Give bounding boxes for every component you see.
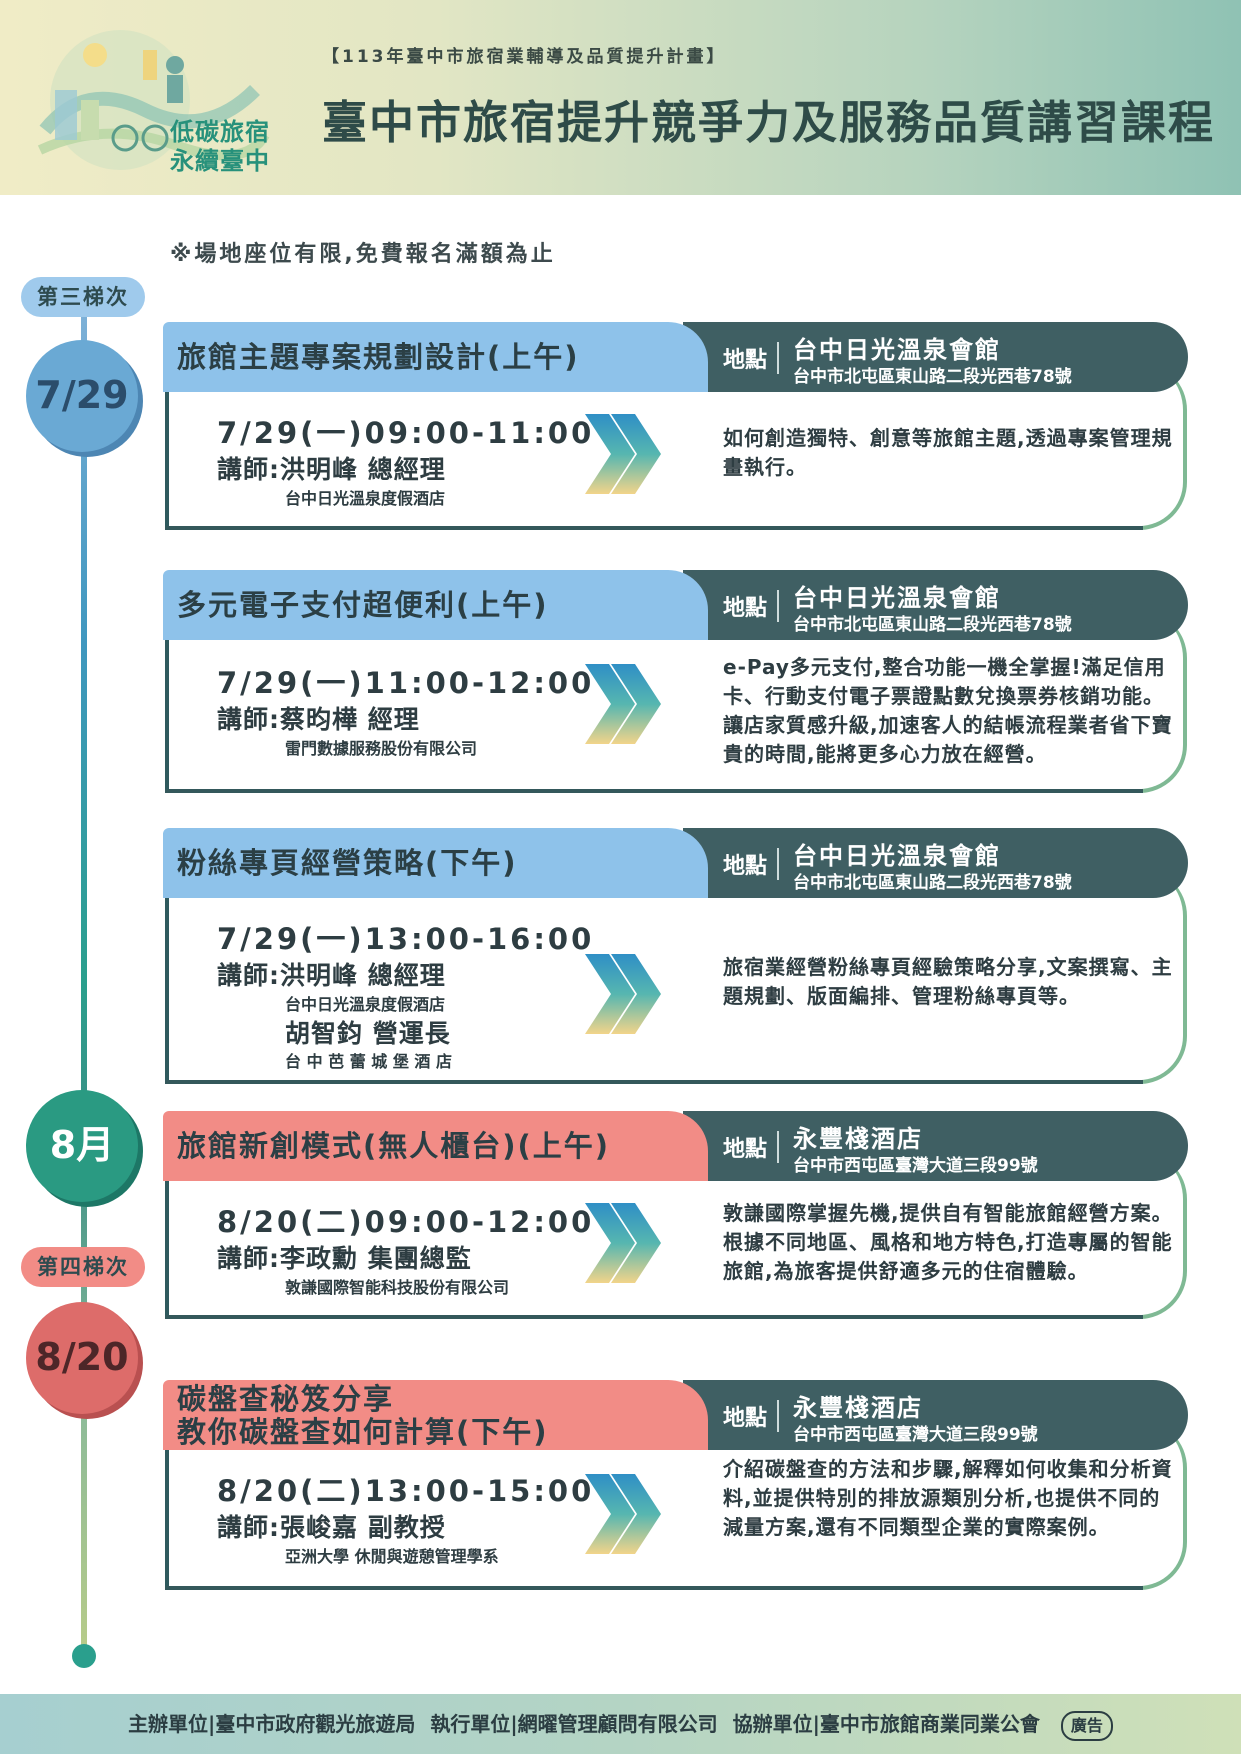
session-title: 粉絲專頁經營策略(下午) <box>163 828 708 898</box>
month-circle-august: 8月 <box>26 1090 138 1202</box>
low-carbon-logo-illustration <box>37 30 270 170</box>
session-location: 地點 永豐棧酒店 台中市西屯區臺灣大道三段99號 <box>683 1111 1188 1181</box>
timeline-line <box>81 305 87 1657</box>
session-title-line-2: 教你碳盤查如何計算(下午) <box>177 1415 549 1449</box>
speaker-name: 講師:洪明峰 總經理 <box>217 455 446 484</box>
executor-text: 執行單位|網曜管理顧問有限公司 <box>430 1712 718 1736</box>
double-chevron-right-icon <box>585 414 661 494</box>
session-card: 碳盤查秘笈分享 教你碳盤查如何計算(下午) 地點 永豐棧酒店 台中市西屯區臺灣大… <box>163 1380 1193 1592</box>
location-name: 台中日光溫泉會館 <box>793 584 1001 612</box>
page-title: 臺中市旅宿提升競爭力及服務品質講習課程 <box>322 96 1216 149</box>
session-description: 介紹碳盤查的方法和步驟,解釋如何收集和分析資料,並提供特別的排放源類別分析,也提… <box>723 1457 1173 1539</box>
location-label: 地點 <box>723 590 780 622</box>
double-chevron-right-icon <box>585 1203 661 1283</box>
location-label: 地點 <box>723 1400 780 1432</box>
location-name: 台中日光溫泉會館 <box>793 842 1001 870</box>
ad-badge: 廣告 <box>1060 1711 1113 1741</box>
session-location: 地點 台中日光溫泉會館 台中市北屯區東山路二段光西巷78號 <box>683 322 1188 392</box>
session-time: 7/29(一)09:00-11:00 <box>217 416 595 450</box>
location-address: 台中市北屯區東山路二段光西巷78號 <box>793 873 1072 893</box>
session-body <box>165 610 1187 793</box>
session-card: 旅館新創模式(無人櫃台)(上午) 地點 永豐棧酒店 台中市西屯區臺灣大道三段99… <box>163 1111 1193 1321</box>
batch-3-pill: 第三梯次 <box>21 277 145 317</box>
double-chevron-right-icon <box>585 1474 661 1554</box>
speaker-organization: 雷門數據服務股份有限公司 <box>285 739 478 758</box>
session-location: 地點 永豐棧酒店 台中市西屯區臺灣大道三段99號 <box>683 1380 1188 1450</box>
speaker-name: 講師:張峻嘉 副教授 <box>217 1513 446 1542</box>
session-location: 地點 台中日光溫泉會館 台中市北屯區東山路二段光西巷78號 <box>683 828 1188 898</box>
session-title: 碳盤查秘笈分享 教你碳盤查如何計算(下午) <box>163 1380 708 1450</box>
location-name: 永豐棧酒店 <box>793 1394 923 1422</box>
location-label: 地點 <box>723 342 780 374</box>
session-location: 地點 台中日光溫泉會館 台中市北屯區東山路二段光西巷78號 <box>683 570 1188 640</box>
speaker-organization: 亞洲大學 休閒與遊憩管理學系 <box>285 1547 499 1566</box>
speaker-organization: 台中日光溫泉度假酒店 <box>285 995 446 1014</box>
speaker-organization: 敦謙國際智能科技股份有限公司 <box>285 1278 510 1297</box>
location-name: 永豐棧酒店 <box>793 1125 923 1153</box>
speaker-organization: 台中日光溫泉度假酒店 <box>285 489 446 508</box>
double-chevron-right-icon <box>585 664 661 744</box>
speaker-name: 講師:蔡昀樺 經理 <box>217 705 420 734</box>
batch-4-pill: 第四梯次 <box>21 1247 145 1287</box>
location-name: 台中日光溫泉會館 <box>793 336 1001 364</box>
speaker-name-2: 胡智鈞 營運長 <box>285 1019 451 1048</box>
location-label: 地點 <box>723 848 780 880</box>
session-description: 如何創造獨特、創意等旅館主題,透過專案管理規畫執行。 <box>723 426 1173 479</box>
session-card: 旅館主題專案規劃設計(上午) 地點 台中日光溫泉會館 台中市北屯區東山路二段光西… <box>163 322 1193 532</box>
session-body <box>165 868 1187 1084</box>
session-title: 旅館主題專案規劃設計(上午) <box>163 322 708 392</box>
session-description: 旅宿業經營粉絲專頁經驗策略分享,文案撰寫、主題規劃、版面編排、管理粉絲專頁等。 <box>723 955 1173 1008</box>
timeline-end-dot <box>72 1644 96 1668</box>
speaker-organization-2: 台 中 芭 蕾 城 堡 酒 店 <box>285 1052 452 1071</box>
location-address: 台中市北屯區東山路二段光西巷78號 <box>793 615 1072 635</box>
location-address: 台中市西屯區臺灣大道三段99號 <box>793 1156 1038 1176</box>
project-subtitle: 【113年臺中市旅宿業輔導及品質提升計畫】 <box>322 47 727 67</box>
session-title: 多元電子支付超便利(上午) <box>163 570 708 640</box>
logo-line-1: 低碳旅宿 <box>170 118 270 146</box>
logo-slogan: 低碳旅宿 永續臺中 <box>170 118 270 176</box>
date-circle-820: 8/20 <box>26 1302 138 1414</box>
double-chevron-right-icon <box>585 954 661 1034</box>
session-card: 多元電子支付超便利(上午) 地點 台中日光溫泉會館 台中市北屯區東山路二段光西巷… <box>163 570 1193 795</box>
speaker-name: 講師:洪明峰 總經理 <box>217 961 446 990</box>
session-title: 旅館新創模式(無人櫃台)(上午) <box>163 1111 708 1181</box>
footer-organizers: 主辦單位|臺中市政府觀光旅遊局 執行單位|網曜管理顧問有限公司 協辦單位|臺中市… <box>0 1694 1241 1754</box>
session-card: 粉絲專頁經營策略(下午) 地點 台中日光溫泉會館 台中市北屯區東山路二段光西巷7… <box>163 828 1193 1086</box>
session-time: 8/20(二)09:00-12:00 <box>217 1205 595 1239</box>
session-time: 8/20(二)13:00-15:00 <box>217 1474 595 1508</box>
location-label: 地點 <box>723 1131 780 1163</box>
session-time: 7/29(一)13:00-16:00 <box>217 922 595 956</box>
location-address: 台中市西屯區臺灣大道三段99號 <box>793 1425 1038 1445</box>
session-description: e-Pay多元支付,整合功能一機全掌握!滿足信用卡、行動支付電子票證點數兌換票券… <box>723 655 1173 766</box>
session-time: 7/29(一)11:00-12:00 <box>217 666 595 700</box>
organizer-text: 主辦單位|臺中市政府觀光旅遊局 <box>128 1712 416 1736</box>
speaker-name: 講師:李政勳 集團總監 <box>217 1244 472 1273</box>
location-address: 台中市北屯區東山路二段光西巷78號 <box>793 367 1072 387</box>
seat-notice: ※場地座位有限,免費報名滿額為止 <box>170 242 556 267</box>
co-organizer-text: 協辦單位|臺中市旅館商業同業公會 <box>732 1712 1040 1736</box>
session-description: 敦謙國際掌握先機,提供自有智能旅館經營方案。根據不同地區、風格和地方特色,打造專… <box>723 1201 1173 1283</box>
date-circle-729: 7/29 <box>26 340 138 452</box>
session-title-line-1: 碳盤查秘笈分享 <box>177 1382 395 1416</box>
header-banner: 低碳旅宿 永續臺中 【113年臺中市旅宿業輔導及品質提升計畫】 臺中市旅宿提升競… <box>0 0 1241 195</box>
logo-line-2: 永續臺中 <box>170 147 270 175</box>
